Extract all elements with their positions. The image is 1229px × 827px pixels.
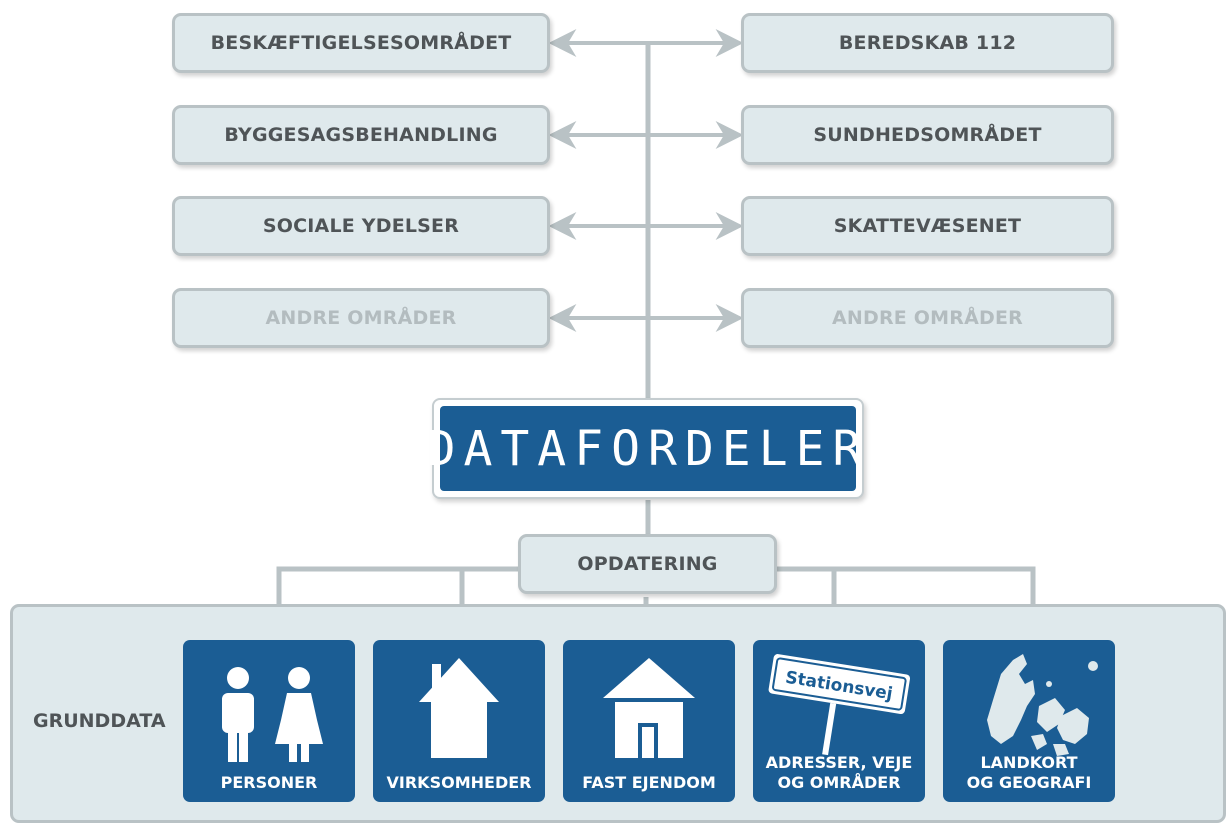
- tile-label: VIRKSOMHEDER: [386, 773, 532, 792]
- area-box-right-2: SUNDHEDSOMRÅDET: [741, 105, 1114, 165]
- area-label: BEREDSKAB 112: [838, 32, 1017, 54]
- tile-adresser: Stationsvej ADRESSER, VEJE OG OMRÅDER: [753, 640, 925, 802]
- tile-label: PERSONER: [220, 773, 318, 792]
- area-label: ANDRE OMRÅDER: [832, 307, 1023, 329]
- area-box-left-3: SOCIALE YDELSER: [172, 196, 550, 256]
- datafordeler-label: DATAFORDELER: [427, 406, 861, 491]
- area-box-right-1: BEREDSKAB 112: [741, 13, 1114, 73]
- tile-label-line1: LANDKORT: [980, 753, 1078, 772]
- area-box-left-2: BYGGESAGSBEHANDLING: [172, 105, 550, 165]
- building-icon: [419, 658, 499, 758]
- street-sign-icon: Stationsvej: [768, 654, 911, 756]
- area-label: BYGGESAGSBEHANDLING: [224, 124, 498, 146]
- tile-landkort: LANDKORT OG GEOGRAFI: [943, 640, 1115, 802]
- tile-label: LANDKORT OG GEOGRAFI: [943, 753, 1115, 793]
- datafordeler-box: DATAFORDELER: [427, 398, 864, 499]
- area-label: ANDRE OMRÅDER: [265, 307, 457, 329]
- tile-label-line1: ADRESSER, VEJE: [765, 753, 913, 772]
- tile-fast-ejendom: FAST EJENDOM: [563, 640, 735, 802]
- tile-label-line2: OG GEOGRAFI: [966, 773, 1092, 792]
- update-label: OPDATERING: [577, 553, 718, 575]
- tile-personer: PERSONER: [183, 640, 355, 802]
- area-label: BESKÆFTIGELSESOMRÅDET: [210, 32, 512, 54]
- denmark-map-icon: [987, 654, 1098, 756]
- grunddata-label: GRUNDDATA: [33, 710, 166, 732]
- house-icon: [603, 658, 695, 758]
- area-label: SKATTEVÆSENET: [833, 215, 1022, 237]
- area-label: SUNDHEDSOMRÅDET: [813, 124, 1042, 146]
- area-box-left-4: ANDRE OMRÅDER: [172, 288, 550, 348]
- persons-icon: [222, 667, 323, 762]
- tile-label: FAST EJENDOM: [582, 773, 716, 792]
- tile-label: ADRESSER, VEJE OG OMRÅDER: [753, 753, 925, 793]
- area-box-left-1: BESKÆFTIGELSESOMRÅDET: [172, 13, 550, 73]
- update-box: OPDATERING: [518, 534, 777, 594]
- area-box-right-3: SKATTEVÆSENET: [741, 196, 1114, 256]
- area-box-right-4: ANDRE OMRÅDER: [741, 288, 1114, 348]
- tile-label-line2: OG OMRÅDER: [777, 773, 901, 792]
- area-label: SOCIALE YDELSER: [262, 215, 460, 237]
- tile-virksomheder: VIRKSOMHEDER: [373, 640, 545, 802]
